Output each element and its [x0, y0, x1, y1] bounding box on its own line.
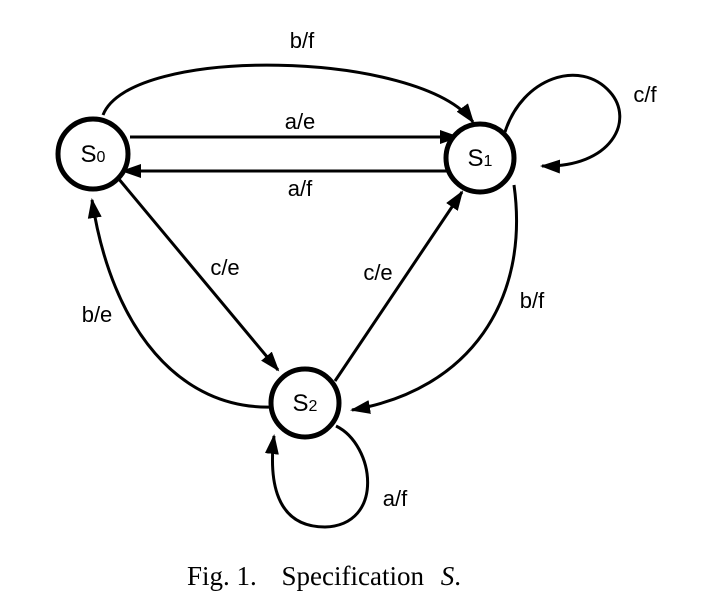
edge-s0-s1-top — [101, 63, 475, 124]
state-s2 — [268, 366, 342, 440]
caption-suffix: . — [454, 561, 461, 591]
label-s1-s0-a: a/f — [288, 176, 313, 201]
label-s2-s0: b/e — [82, 302, 113, 327]
edge-s0-s2 — [116, 177, 280, 372]
edge-s1-self — [503, 73, 622, 174]
caption-prefix: Fig. 1. — [187, 561, 257, 591]
state-s0-label: S0 — [81, 141, 106, 168]
figure-caption: Fig. 1. Specification S. — [187, 561, 461, 591]
label-s0-s2: c/e — [210, 255, 239, 280]
caption-symbol: S — [441, 561, 455, 591]
label-s0-s1-a: a/e — [285, 109, 316, 134]
edge-s2-self — [264, 424, 370, 529]
label-s1-self: c/f — [633, 82, 657, 107]
label-s2-self: a/f — [383, 486, 408, 511]
state-s1-label: S1 — [468, 145, 493, 172]
state-s1 — [443, 121, 517, 195]
label-s2-s1: c/e — [363, 260, 392, 285]
state-s0 — [55, 116, 131, 192]
edge-s1-s2 — [350, 184, 519, 414]
edge-s2-s1 — [333, 190, 464, 382]
state-s2-label: S2 — [293, 390, 318, 417]
label-s1-s2: b/f — [520, 288, 545, 313]
label-s0-s1-top: b/f — [290, 28, 315, 53]
caption-text: Specification — [282, 561, 425, 591]
edge-s2-s0 — [87, 198, 274, 409]
